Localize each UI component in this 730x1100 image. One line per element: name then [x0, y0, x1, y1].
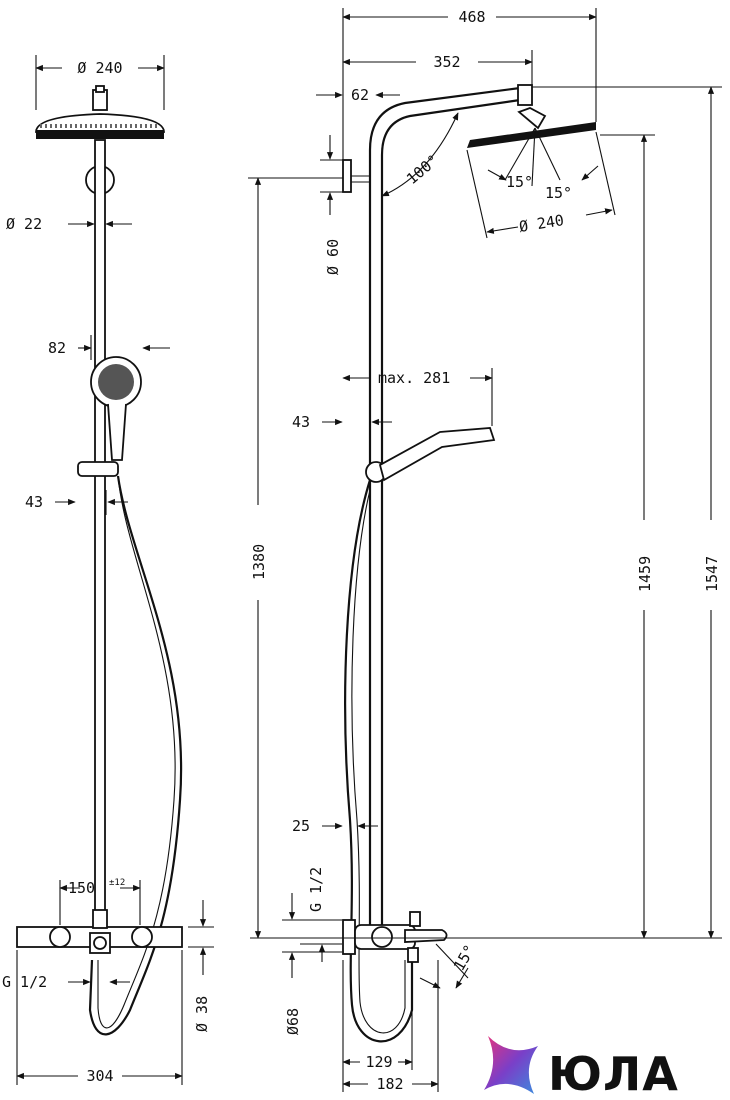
- side-dim-spout-angle: 15°: [419, 942, 479, 989]
- front-hose: [88, 475, 183, 1036]
- side-wall-offset-label: 62: [351, 86, 369, 104]
- yula-logo: ЮЛА: [484, 1036, 679, 1100]
- side-head-diameter-label: Ø 240: [518, 211, 565, 236]
- side-height-1459-label: 1459: [636, 556, 654, 592]
- side-view: 468 352 62 100° 15° 15°: [248, 8, 722, 1093]
- side-dim-wall-offset: 62: [316, 86, 400, 104]
- front-dim-connection: G 1/2: [2, 973, 130, 991]
- side-mixer-diameter-label: Ø68: [284, 1008, 302, 1035]
- front-dim-total-width: 304: [16, 950, 183, 1085]
- side-tilt-left-label: 15°: [506, 173, 533, 191]
- side-dim-connection: G 1/2: [282, 867, 342, 962]
- front-thermostat-bar: [16, 909, 183, 954]
- side-riser-pipe: [368, 86, 521, 930]
- side-dim-hand-reach: max. 281: [342, 368, 493, 426]
- front-view: Ø 240 Ø 22 82 43 150 ±12: [2, 55, 214, 1085]
- side-height-1380-label: 1380: [250, 544, 268, 580]
- front-pipe-diameter-label: Ø 22: [6, 215, 42, 233]
- front-holder-offset-label: 43: [25, 493, 43, 511]
- side-tilt-right-label: 15°: [545, 184, 572, 202]
- side-dim-height-1547: 1547: [532, 86, 722, 939]
- side-thermostat: [342, 911, 448, 963]
- side-lower-offset-label: 25: [292, 817, 310, 835]
- side-arm-reach-label: 352: [433, 53, 460, 71]
- front-head-diameter-label: Ø 240: [77, 59, 122, 77]
- side-dim-mixer-diameter: Ø68: [282, 951, 342, 1035]
- front-riser-pipe: [94, 139, 106, 926]
- side-dim-arm-reach: 352: [342, 50, 533, 86]
- front-shower-head: [35, 85, 165, 139]
- side-hand-reach-label: max. 281: [378, 369, 450, 387]
- side-arm-angle-label: 100°: [403, 151, 442, 188]
- side-height-1547-label: 1547: [703, 556, 721, 592]
- side-dim-height-1380: 1380: [248, 177, 343, 939]
- side-dim-head-diameter: Ø 240: [466, 131, 616, 239]
- side-connection-label: G 1/2: [307, 867, 325, 912]
- side-dim-head-tilt: 15° 15°: [487, 127, 599, 202]
- front-dim-holder-offset: 43: [25, 490, 128, 515]
- side-holder-offset-label: 43: [292, 413, 310, 431]
- front-total-width-label: 304: [86, 1067, 113, 1085]
- side-dim-overall-reach: 468: [342, 8, 597, 160]
- side-dim-lower-offset: 25: [292, 817, 378, 835]
- yula-logo-star-icon: [484, 1036, 538, 1094]
- front-dim-hand-width: 82: [48, 335, 170, 360]
- front-spacing-tolerance-label: ±12: [109, 878, 125, 888]
- side-hose: [344, 479, 414, 1043]
- front-dim-pipe-diameter: Ø 22: [6, 215, 132, 233]
- side-overall-reach-label: 468: [458, 8, 485, 26]
- side-hand-shower: [365, 427, 496, 483]
- side-wall-bracket: [342, 159, 352, 193]
- front-slide-holder: [77, 461, 119, 477]
- side-dim-spout-outer: 182: [342, 960, 439, 1093]
- side-spout-angle-label: 15°: [450, 942, 479, 974]
- side-dim-spout-inner: 129: [342, 960, 413, 1092]
- yula-logo-text: ЮЛА: [548, 1047, 679, 1100]
- side-bracket-diameter-label: Ø 60: [324, 239, 342, 275]
- front-mixer-diameter-label: Ø 38: [193, 996, 211, 1032]
- front-dim-spacing: 150 ±12: [59, 878, 141, 925]
- front-hand-width-label: 82: [48, 339, 66, 357]
- side-dim-holder-offset: 43: [292, 413, 392, 431]
- side-dim-bracket-diameter: Ø 60: [320, 135, 344, 275]
- side-spout-inner-label: 129: [365, 1053, 392, 1071]
- front-connection-label: G 1/2: [2, 973, 47, 991]
- front-dim-mixer-diameter: Ø 38: [188, 900, 214, 1032]
- front-dim-head-diameter: Ø 240: [35, 55, 165, 110]
- side-dim-height-1459: 1459: [600, 134, 655, 939]
- front-spacing-label: 150: [68, 879, 95, 897]
- side-shower-head: [467, 84, 596, 148]
- side-spout-outer-label: 182: [376, 1075, 403, 1093]
- front-hand-shower: [77, 356, 142, 477]
- side-dim-arm-angle: 100°: [381, 112, 459, 197]
